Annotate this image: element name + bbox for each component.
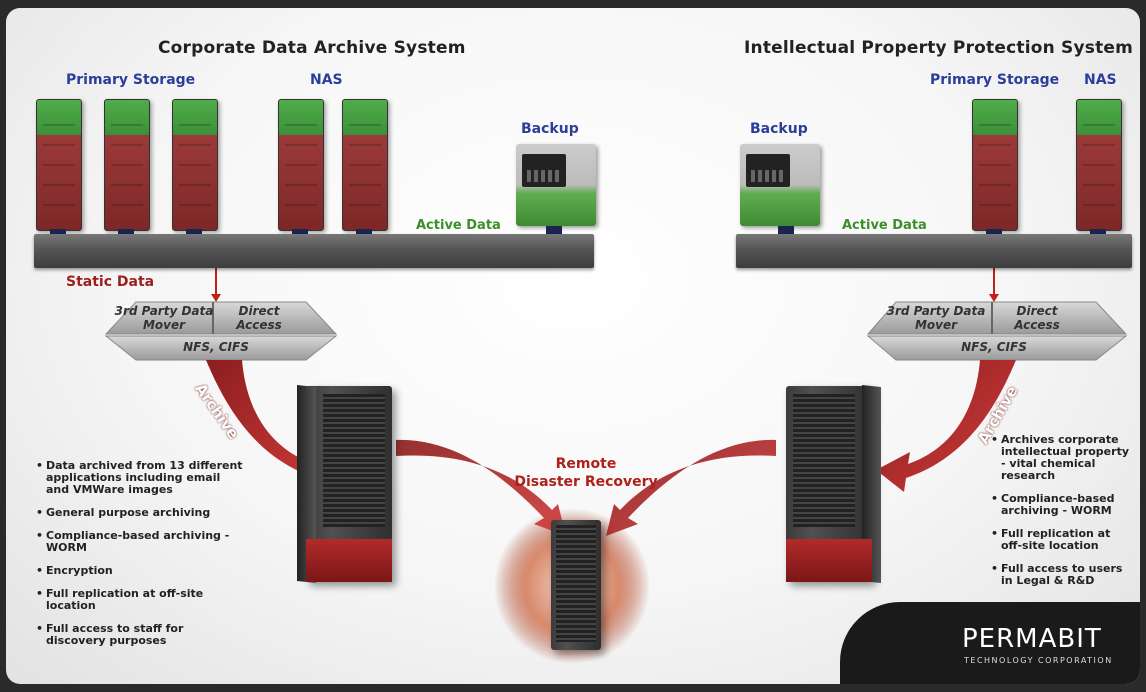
- right-backup-label: Backup: [750, 121, 808, 137]
- permabit-logo: PERMABIT TECHNOLOGY CORPORATION: [840, 602, 1140, 684]
- right-primary-storage-label: Primary Storage: [930, 72, 1060, 88]
- left-protocol-platform: [104, 335, 338, 361]
- right-direct-access-label: Direct Access: [1014, 304, 1060, 332]
- left-bullet: Data archived from 13 different applicat…: [36, 460, 246, 496]
- left-backup-label: Backup: [521, 121, 579, 137]
- logo-tagline: TECHNOLOGY CORPORATION: [964, 656, 1113, 665]
- left-bullet: Full replication at off-site location: [36, 588, 246, 612]
- left-nas-rack-2: [342, 99, 388, 231]
- left-nas-rack-1: [278, 99, 324, 231]
- right-nas-rack: [1076, 99, 1122, 231]
- right-nas-label: NAS: [1084, 72, 1117, 88]
- logo-name: PERMABIT: [962, 624, 1102, 654]
- right-system-title: Intellectual Property Protection System: [744, 38, 1134, 58]
- left-bullet: Compliance-based archiving - WORM: [36, 530, 246, 554]
- right-protocols-label: NFS, CIFS: [961, 340, 1027, 354]
- left-data-mover-label: 3rd Party Data Mover: [114, 304, 214, 332]
- left-bullet: Encryption: [36, 565, 246, 578]
- right-bullet: Full replication at off-site location: [991, 528, 1131, 552]
- left-bullet: General purpose archiving: [36, 507, 246, 520]
- left-protocols-label: NFS, CIFS: [183, 340, 249, 354]
- right-active-data-label: Active Data: [842, 218, 927, 233]
- left-primary-storage-rack-3: [172, 99, 218, 231]
- right-archive-server: [786, 385, 881, 583]
- connector-layer: [49, 226, 1128, 682]
- left-active-data-label: Active Data: [416, 218, 501, 233]
- right-bullet-list: Archives corporate intellectual property…: [991, 434, 1131, 598]
- left-data-bus: [34, 234, 594, 268]
- left-system-title: Corporate Data Archive System: [158, 38, 466, 58]
- right-data-mover-label: 3rd Party Data Mover: [886, 304, 986, 332]
- right-protocol-platform: [866, 335, 1128, 361]
- right-archive-arrow: [876, 360, 1016, 492]
- left-nas-label: NAS: [310, 72, 343, 88]
- right-bullet: Archives corporate intellectual property…: [991, 434, 1131, 482]
- remote-label-line1: Remote: [555, 456, 617, 472]
- remote-label-line2: Disaster Recovery: [514, 474, 658, 490]
- left-mover-platform: [104, 301, 338, 335]
- left-direct-access-label: Direct Access: [236, 304, 282, 332]
- right-backup-device: [740, 144, 820, 226]
- diagram-frame: Corporate Data Archive System Primary St…: [6, 8, 1140, 684]
- left-replication-arrow: [396, 439, 566, 536]
- left-archive-server: [297, 385, 392, 583]
- right-replication-arrow: [606, 439, 776, 536]
- left-archive-arrow: [206, 360, 346, 492]
- remote-dr-server: [551, 520, 601, 650]
- left-primary-storage-rack-1: [36, 99, 82, 231]
- left-primary-storage-label: Primary Storage: [66, 72, 196, 88]
- left-bullet: Full access to staff for discovery purpo…: [36, 623, 246, 647]
- right-bullet: Full access to users in Legal & R&D: [991, 563, 1131, 587]
- right-data-bus: [736, 234, 1132, 268]
- left-bullet-list: Data archived from 13 different applicat…: [36, 460, 246, 658]
- left-backup-device: [516, 144, 596, 226]
- left-primary-storage-rack-2: [104, 99, 150, 231]
- left-static-data-label: Static Data: [66, 274, 155, 290]
- right-mover-platform: [866, 301, 1128, 335]
- right-primary-storage-rack: [972, 99, 1018, 231]
- right-bullet: Compliance-based archiving - WORM: [991, 493, 1131, 517]
